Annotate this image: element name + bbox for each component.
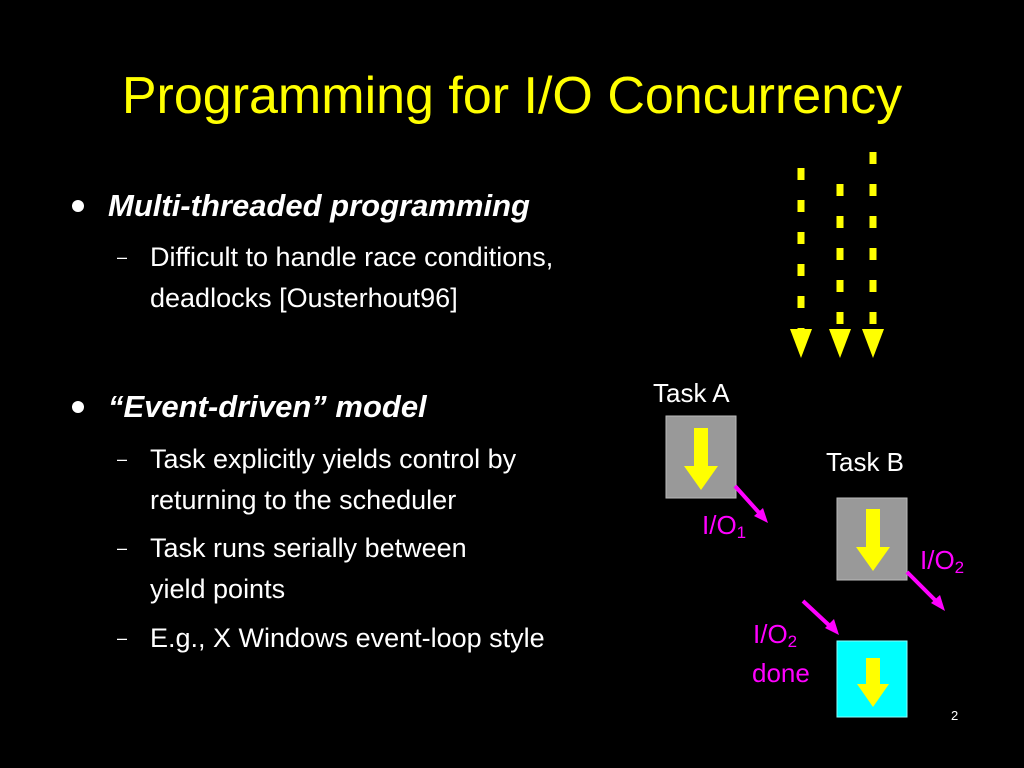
- dash-icon: –: [117, 628, 128, 648]
- sub-item: – Task runs serially between: [117, 529, 467, 567]
- sub-item-continuation: yield points: [150, 570, 285, 608]
- bullet-label: “Event-driven” model: [108, 389, 427, 424]
- dash-icon: –: [117, 538, 128, 558]
- sub-item-text: Difficult to handle race conditions,: [150, 242, 554, 272]
- bullet-dot-icon: [72, 401, 84, 413]
- io-subscript: 2: [954, 558, 965, 577]
- io-prefix: I/O: [753, 619, 788, 649]
- sub-item-text: Task runs serially between: [150, 533, 467, 563]
- io2-arrow-icon: [905, 570, 945, 611]
- sub-item: – Task explicitly yields control by: [117, 440, 517, 478]
- io2-done-arrow-icon: [801, 599, 839, 635]
- threads-dashed-arrows-icon: [790, 152, 884, 358]
- task-done-box: [836, 640, 908, 718]
- sub-item-continuation: returning to the scheduler: [150, 481, 456, 519]
- sub-item-text: E.g., X Windows event-loop style: [150, 623, 545, 653]
- io-prefix: I/O: [702, 510, 737, 540]
- io-subscript: 1: [736, 523, 747, 542]
- sub-item: – Difficult to handle race conditions,: [117, 238, 554, 276]
- sub-item-text: returning to the scheduler: [150, 485, 457, 515]
- task-a-box: [665, 415, 737, 499]
- io1-label: I/O1: [702, 510, 746, 548]
- dash-icon: –: [117, 247, 128, 267]
- io-subscript: 2: [787, 632, 798, 651]
- io2-done-label: I/O2: [753, 619, 797, 657]
- done-label: done: [752, 658, 810, 688]
- task-b-box: [836, 497, 908, 581]
- sub-item-text: yield points: [150, 574, 286, 604]
- sub-item-text: Task explicitly yields control by: [150, 444, 517, 474]
- sub-item: – E.g., X Windows event-loop style: [117, 619, 545, 657]
- slide-title: Programming for I/O Concurrency: [121, 67, 903, 125]
- io-prefix: I/O: [920, 545, 955, 575]
- sub-item-continuation: deadlocks [Ousterhout96]: [150, 279, 458, 317]
- page-number: 2: [951, 708, 959, 723]
- task-a-label: Task A: [653, 378, 730, 408]
- io2-label: I/O2: [920, 545, 964, 583]
- sub-item-text: deadlocks [Ousterhout96]: [150, 283, 458, 313]
- task-b-label: Task B: [826, 447, 905, 477]
- io1-arrow-icon: [733, 484, 768, 523]
- bullet-label: Multi-threaded programming: [108, 188, 530, 223]
- bullet-dot-icon: [72, 200, 84, 212]
- dash-icon: –: [117, 449, 128, 469]
